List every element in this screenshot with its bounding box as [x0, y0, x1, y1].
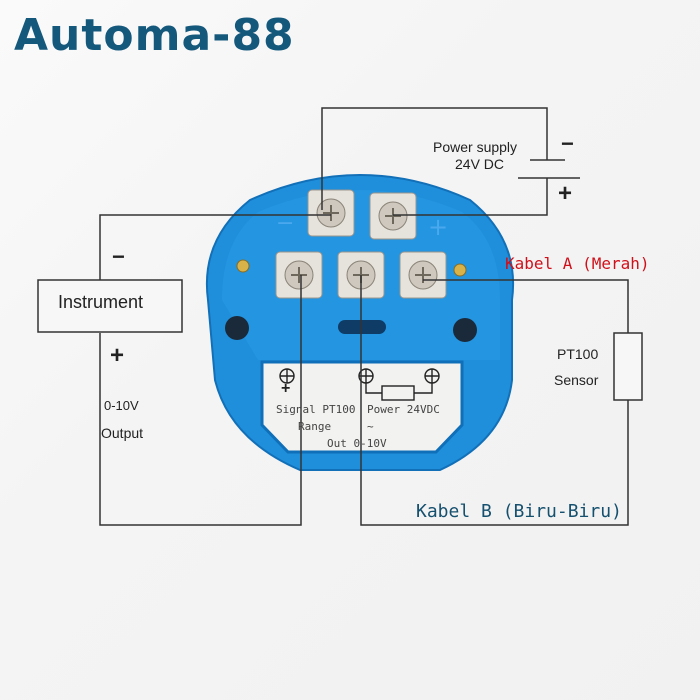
plate-out-label: Out 0-10V [327, 437, 387, 450]
terminal-signal [275, 251, 323, 299]
plate-power-label: Power 24VDC [367, 403, 440, 416]
instrument-plus: + [110, 342, 125, 369]
transmitter-device: − + [206, 174, 514, 471]
instrument-label: Instrument [58, 292, 144, 312]
terminal-pt100-a [399, 251, 447, 299]
plate-signal-plus: + [281, 380, 291, 397]
cable-b-label: Kabel B (Biru-Biru) [416, 501, 622, 522]
plate-range-label: Range [298, 420, 332, 433]
output-label: Output [101, 425, 144, 441]
power-supply-label: Power supply [433, 139, 518, 155]
power-supply-plus: + [558, 180, 573, 207]
plate-signal-label: Signal PT100 [276, 403, 356, 416]
brand-logo: Automa-88 [14, 10, 295, 61]
device-minus-mark: − [276, 211, 294, 236]
pt100-resistor-symbol [613, 332, 643, 401]
output-range-label: 0-10V [104, 398, 139, 413]
cable-a-label: Kabel A (Merah) [505, 254, 650, 273]
device-plus-mark: + [428, 213, 448, 241]
terminal-power-minus [307, 189, 355, 237]
power-supply-minus: − [561, 131, 574, 156]
sensor-type-label: PT100 [557, 346, 599, 362]
instrument-minus: − [112, 244, 125, 269]
instrument-box [37, 279, 183, 333]
sensor-label: Sensor [554, 372, 599, 388]
power-supply-voltage: 24V DC [455, 156, 505, 172]
terminal-power-plus [369, 192, 417, 240]
plate-range-tilde: ~ [367, 420, 374, 433]
wires [99, 107, 629, 526]
